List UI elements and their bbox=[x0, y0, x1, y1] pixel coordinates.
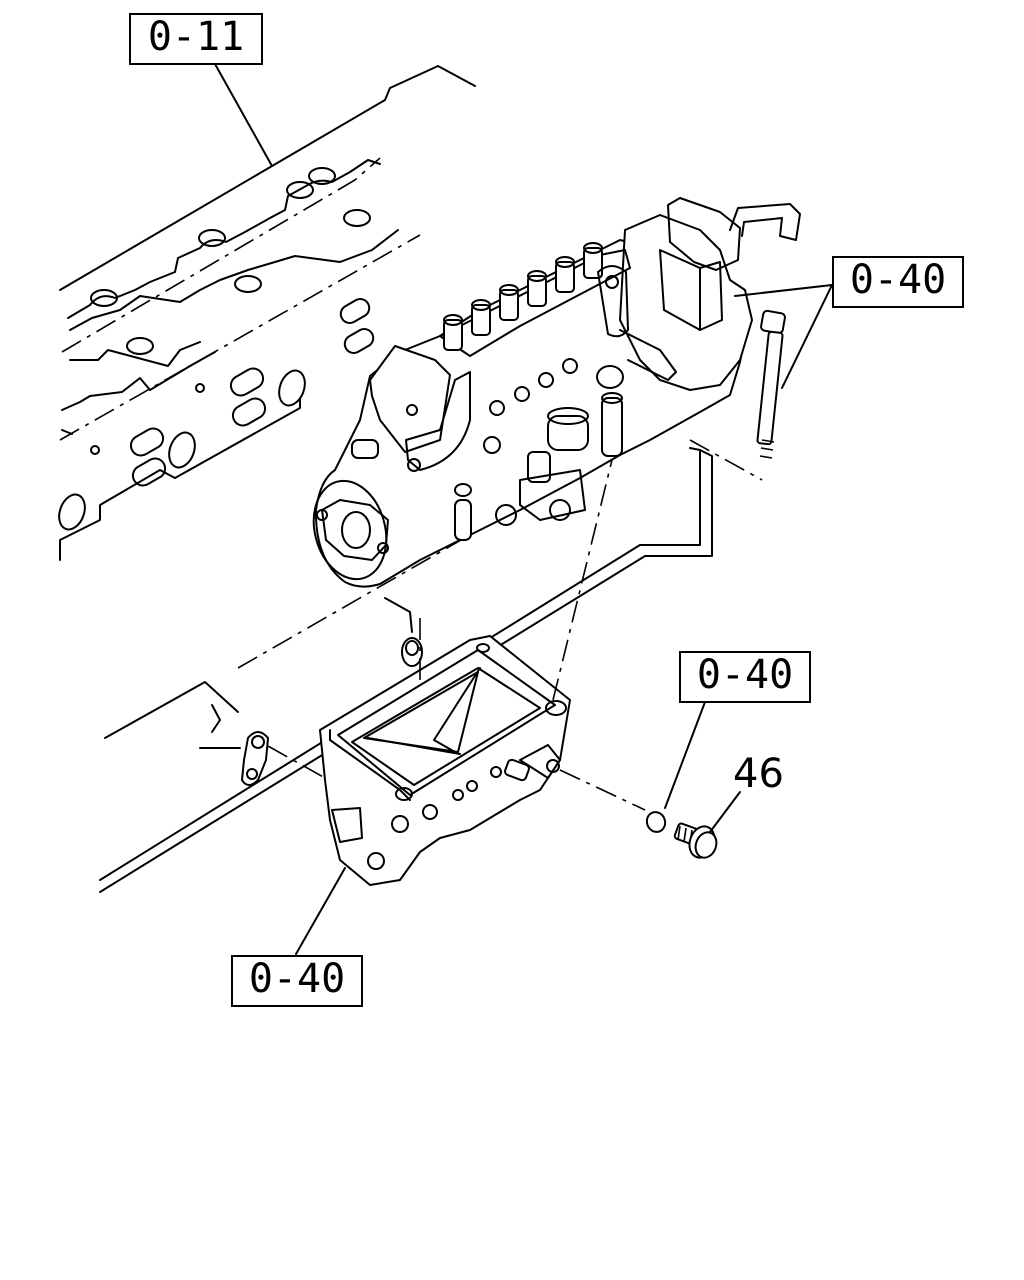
pump-bracket bbox=[319, 635, 571, 886]
ref-bracket[interactable]: 0-40 bbox=[231, 955, 363, 1007]
washer bbox=[645, 811, 667, 833]
part-number-46[interactable]: 46 bbox=[733, 751, 784, 797]
delivery-valves bbox=[443, 242, 603, 351]
dowel-pin bbox=[401, 637, 423, 667]
assembly-lines bbox=[267, 439, 763, 811]
ref-injection-pump[interactable]: 0-40 bbox=[832, 256, 964, 308]
cylinder-head bbox=[58, 65, 476, 561]
flange-bolt-46 bbox=[673, 822, 718, 859]
ref-cylinder-head[interactable]: 0-11 bbox=[129, 13, 263, 65]
block-lug bbox=[241, 731, 269, 786]
pump-bolt bbox=[756, 309, 786, 459]
leader-lines bbox=[214, 63, 833, 955]
ref-washer[interactable]: 0-40 bbox=[679, 651, 811, 703]
injection-pump bbox=[312, 197, 801, 588]
